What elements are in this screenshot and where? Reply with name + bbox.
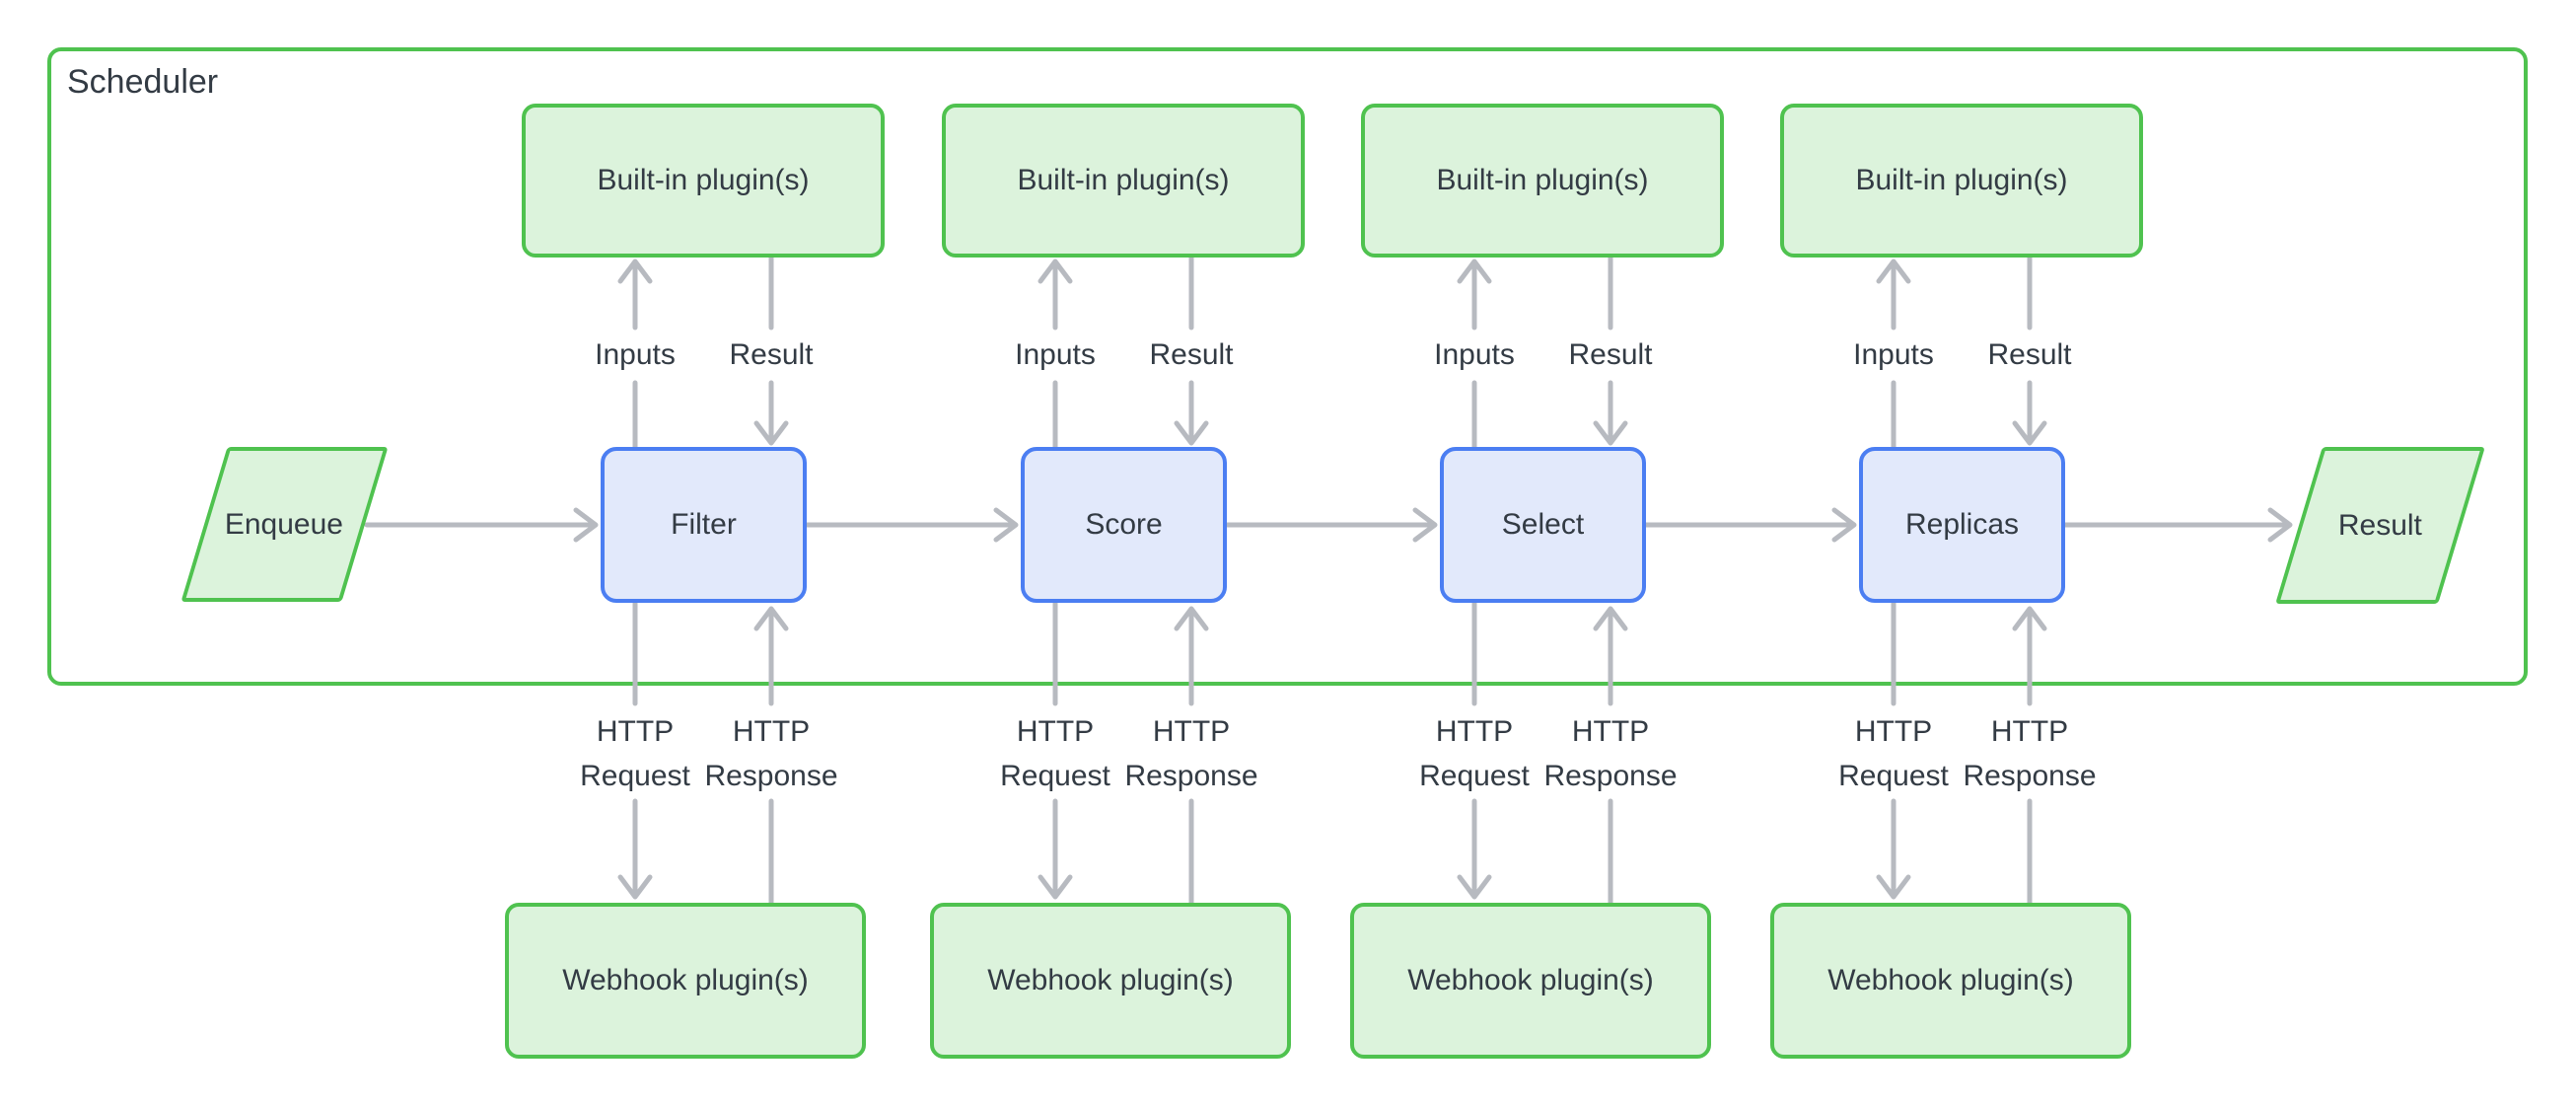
result-node-label: Result: [2337, 508, 2423, 542]
http-response-edge-label-select: HTTP Response: [1543, 715, 1678, 792]
arrow-http-request-head-score: [1038, 874, 1073, 900]
builtin-plugins-node-replicas: Built-in plugin(s): [1780, 104, 2143, 258]
builtin-plugins-node-score: Built-in plugin(s): [942, 104, 1305, 258]
stage-node-score: Score: [1021, 447, 1227, 603]
inputs-edge-label-select: Inputs: [1434, 338, 1515, 371]
http-request-edge-label-replicas: HTTP Request: [1838, 715, 1949, 792]
inputs-edge-label-replicas: Inputs: [1853, 338, 1934, 371]
http-request-edge-label-filter: HTTP Request: [580, 715, 690, 792]
inputs-edge-label-score: Inputs: [1015, 338, 1096, 371]
stage-node-select: Select: [1440, 447, 1646, 603]
result-edge-label-score: Result: [1149, 338, 1234, 371]
http-response-edge-label-score: HTTP Response: [1124, 715, 1258, 792]
inputs-edge-label-filter: Inputs: [595, 338, 676, 371]
enqueue-node-label: Enqueue: [225, 507, 344, 541]
webhook-plugins-node-filter: Webhook plugin(s): [505, 903, 866, 1059]
http-request-edge-label-select: HTTP Request: [1419, 715, 1530, 792]
scheduler-label: Scheduler: [67, 63, 219, 101]
builtin-plugins-node-select: Built-in plugin(s): [1361, 104, 1724, 258]
scheduler-container: [47, 47, 2528, 686]
http-response-edge-label-filter: HTTP Response: [704, 715, 838, 792]
result-edge-label-replicas: Result: [1987, 338, 2072, 371]
result-edge-label-select: Result: [1568, 338, 1653, 371]
http-response-edge-label-replicas: HTTP Response: [1963, 715, 2097, 792]
arrow-http-request-head-replicas: [1876, 874, 1911, 900]
arrow-http-request-head-filter: [617, 874, 653, 900]
http-request-edge-label-score: HTTP Request: [1000, 715, 1110, 792]
arrow-http-request-head-select: [1457, 874, 1492, 900]
stage-node-replicas: Replicas: [1859, 447, 2065, 603]
builtin-plugins-node-filter: Built-in plugin(s): [522, 104, 885, 258]
webhook-plugins-node-select: Webhook plugin(s): [1350, 903, 1711, 1059]
stage-node-filter: Filter: [601, 447, 807, 603]
result-edge-label-filter: Result: [729, 338, 814, 371]
webhook-plugins-node-score: Webhook plugin(s): [930, 903, 1291, 1059]
webhook-plugins-node-replicas: Webhook plugin(s): [1770, 903, 2131, 1059]
